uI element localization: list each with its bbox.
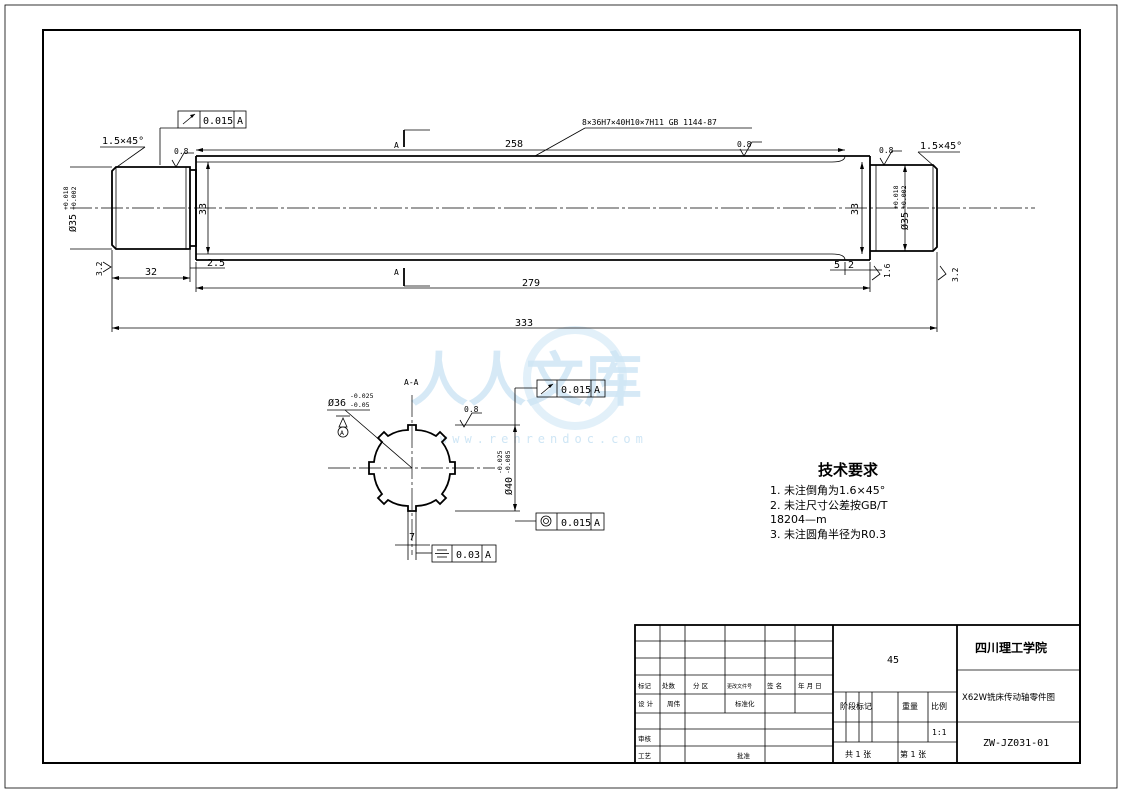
drawing-number: ZW-JZ031-01 xyxy=(983,738,1049,749)
dim-35-right-tol-up: +0.018 xyxy=(892,185,900,209)
roughness-16: 1.6 xyxy=(883,263,892,278)
dim-40: Ø40 xyxy=(503,477,515,495)
dim-35-left: Ø35 xyxy=(67,214,79,232)
section-datum-mark: A xyxy=(340,429,344,437)
designer-name: 周伟 xyxy=(667,699,681,708)
watermark-text: 人人文库 xyxy=(410,346,642,414)
scale-label: 比例 xyxy=(931,701,947,711)
rev-header-mark: 标记 xyxy=(638,681,652,690)
dim-32: 32 xyxy=(145,267,157,278)
roughness-08-b: 0.8 xyxy=(737,140,752,149)
dim-40-tol-low: -0.085 xyxy=(504,450,512,474)
sheet-no: 第 1 张 xyxy=(900,749,926,759)
dim-2: 2 xyxy=(848,260,854,271)
roughness-32-left: 3.2 xyxy=(95,261,104,276)
key-width: 7 xyxy=(409,532,415,543)
dim-279: 279 xyxy=(522,278,540,289)
section-roughness-08: 0.8 xyxy=(464,405,479,414)
inner-frame xyxy=(42,29,1081,764)
roughness-08-a: 0.8 xyxy=(174,147,189,156)
dim-35-left-tol-low: +0.002 xyxy=(70,186,78,210)
shaft-main-view xyxy=(70,155,1035,261)
section-runout-value: 0.015 xyxy=(561,385,591,396)
dim-36: Ø36 xyxy=(328,397,346,409)
dim-36-tol-low: -0.05 xyxy=(350,401,370,409)
rev-header-sign: 签 名 xyxy=(767,681,782,690)
dim-36-tol-up: -0.025 xyxy=(350,392,374,400)
dim-2-5: 2.5 xyxy=(207,258,225,269)
institution: 四川理工学院 xyxy=(975,640,1047,655)
process-label: 工艺 xyxy=(638,752,652,760)
standardize-label: 标准化 xyxy=(735,699,755,708)
section-mark-bottom: A xyxy=(394,268,399,277)
watermark-url: www.renrendoc.com xyxy=(440,432,648,446)
approve-label: 批准 xyxy=(737,751,751,760)
tech-req-item-2: 2. 未注尺寸公差按GB/T xyxy=(770,498,888,512)
title-block: 45 四川理工学院 X62W铣床传动轴零件图 ZW-JZ031-01 阶段标记 … xyxy=(634,624,1081,764)
outer-border xyxy=(4,4,1118,789)
symmetry-datum: A xyxy=(485,550,491,561)
symmetry-value: 0.03 xyxy=(456,550,480,561)
rev-header-zone: 分 区 xyxy=(693,681,709,690)
dim-35-right-tol-low: +0.002 xyxy=(900,185,908,209)
tech-req-title: 技术要求 xyxy=(818,461,879,479)
section-runout-datum: A xyxy=(594,385,600,396)
dim-35-right: Ø35 xyxy=(899,212,911,230)
design-label: 设 计 xyxy=(638,699,654,708)
rev-header-count: 处数 xyxy=(662,681,676,690)
sheet-total: 共 1 张 xyxy=(845,750,871,759)
dim-40-tol-up: -0.025 xyxy=(496,450,504,474)
dim-33-left: 33 xyxy=(198,203,209,215)
runout-datum: A xyxy=(237,116,243,127)
stage-mark-label: 阶段标记 xyxy=(840,701,872,711)
dim-35-left-tol-up: +0.018 xyxy=(62,186,70,210)
dim-5: 5 xyxy=(834,260,840,271)
section-view: A-A Ø36 -0.025 -0.05 A Ø40 -0.025 -0.085 xyxy=(327,378,606,563)
rev-header-docno: 更改文件号 xyxy=(727,683,752,690)
drawing-name: X62W铣床传动轴零件图 xyxy=(962,692,1055,703)
concentricity-datum: A xyxy=(594,518,600,529)
dim-333: 333 xyxy=(515,318,533,329)
technical-requirements: 技术要求 1. 未注倒角为1.6×45° 2. 未注尺寸公差按GB/T 1820… xyxy=(770,461,888,541)
concentricity-value: 0.015 xyxy=(561,518,591,529)
roughness-32-right: 3.2 xyxy=(951,267,960,282)
spline-spec: 8×36H7×40H10×7H11 GB 1144-87 xyxy=(582,118,717,127)
runout-value: 0.015 xyxy=(203,116,233,127)
section-title: A-A xyxy=(404,378,419,387)
scale-value: 1:1 xyxy=(932,728,947,737)
check-label: 审核 xyxy=(638,734,652,743)
material: 45 xyxy=(887,655,899,666)
weight-label: 重量 xyxy=(902,701,918,711)
dim-33-right: 33 xyxy=(850,203,861,215)
chamfer-right: 1.5×45° xyxy=(920,141,962,152)
roughness-08-c: 0.8 xyxy=(879,146,894,155)
main-view-dimensions: 8×36H7×40H10×7H11 GB 1144-87 258 A A 279… xyxy=(62,110,962,332)
tech-req-item-3: 18204—m xyxy=(770,513,827,526)
chamfer-left: 1.5×45° xyxy=(102,136,144,147)
tech-req-item-4: 3. 未注圆角半径为R0.3 xyxy=(770,527,886,541)
rev-header-date: 年 月 日 xyxy=(798,681,822,690)
tech-req-item-1: 1. 未注倒角为1.6×45° xyxy=(770,483,885,497)
section-mark-top: A xyxy=(394,141,399,150)
dim-258: 258 xyxy=(505,139,523,150)
